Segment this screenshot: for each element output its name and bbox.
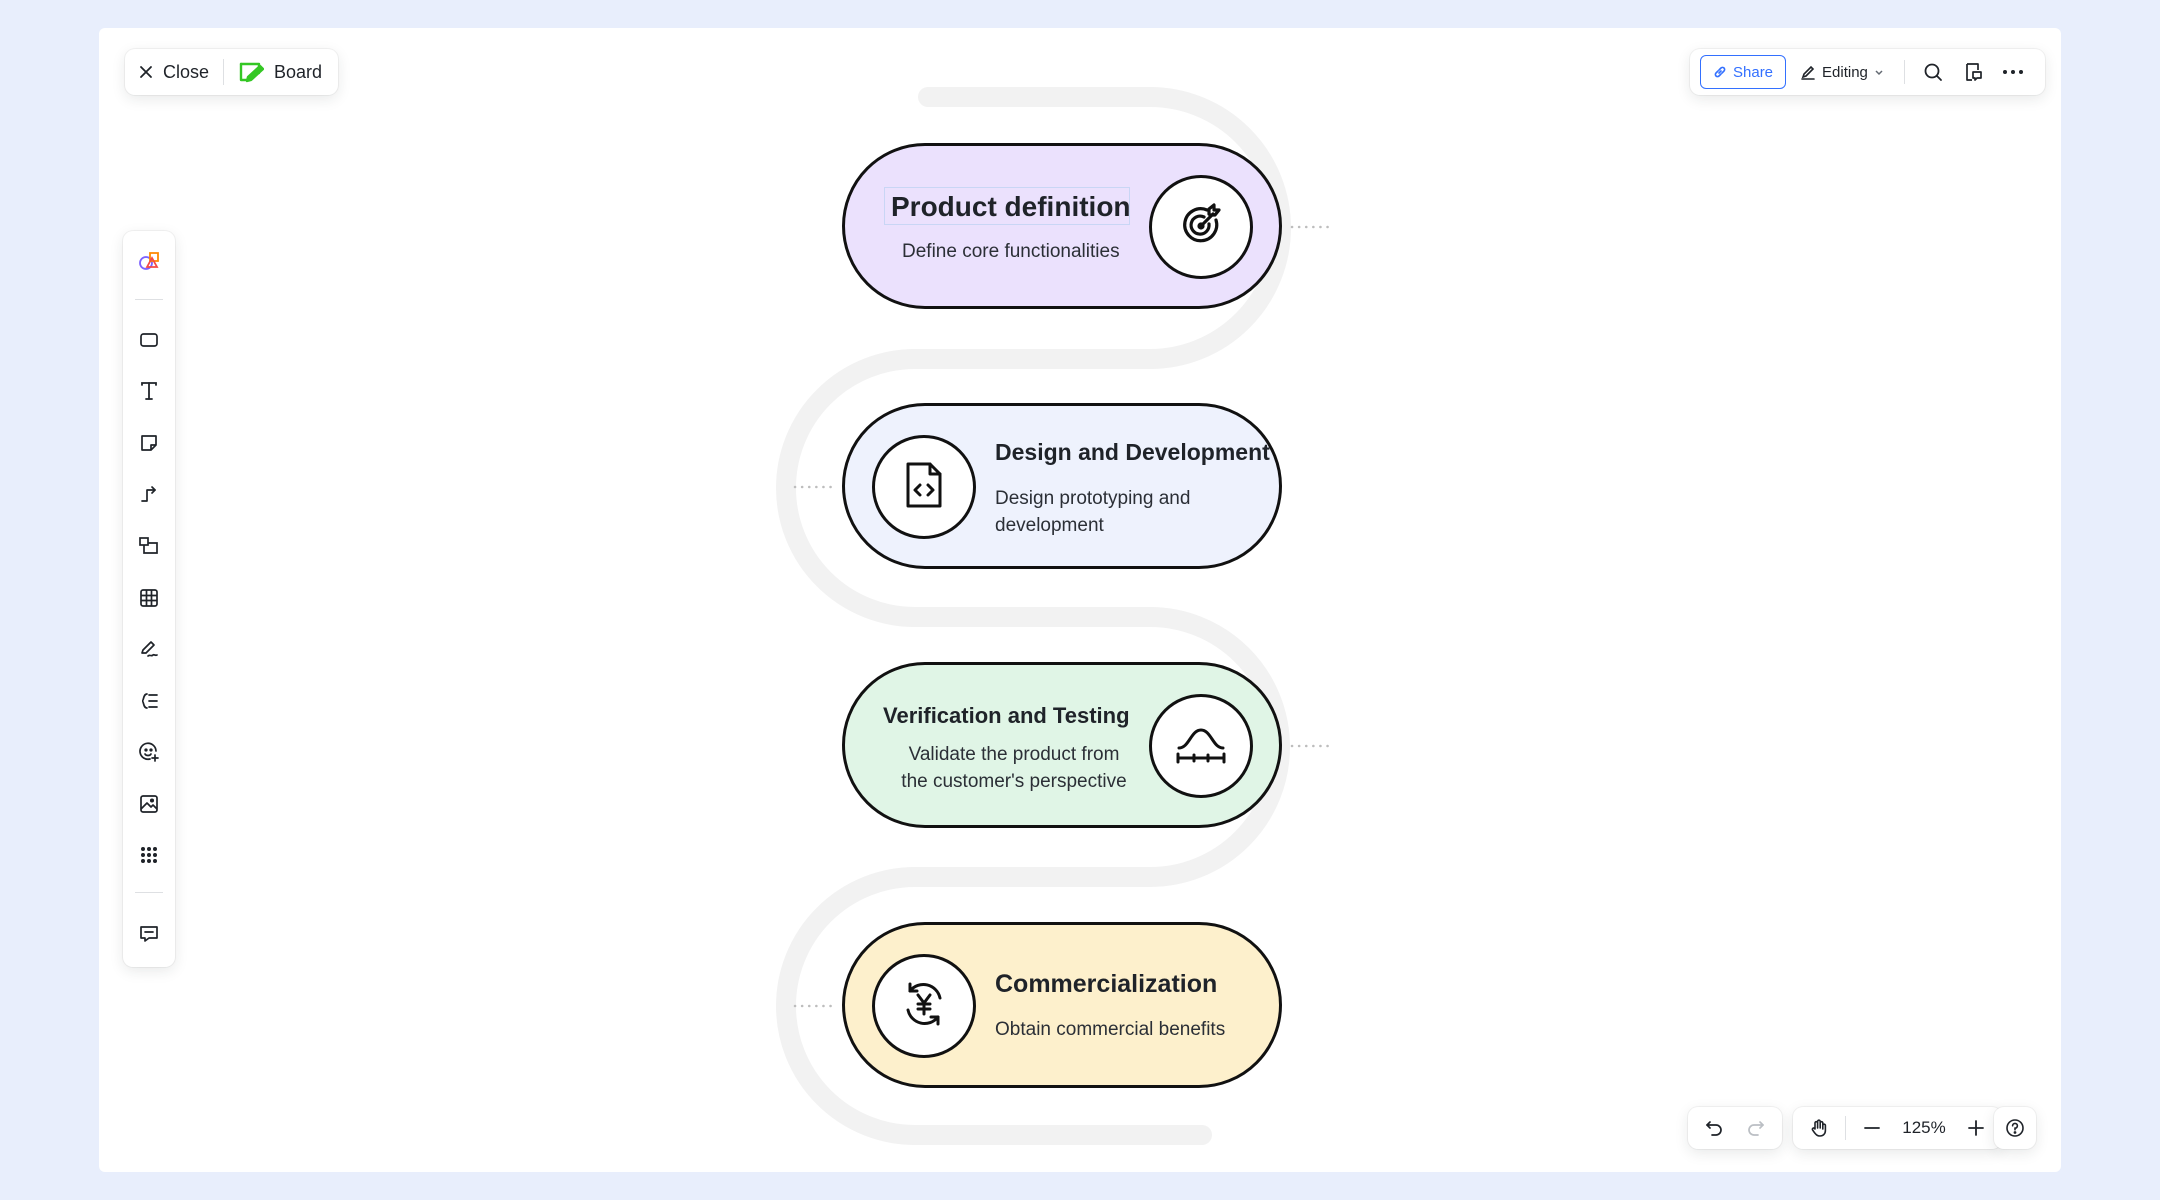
comment-icon [140,925,158,942]
step-title[interactable]: Commercialization [995,970,1218,998]
table-icon [140,588,158,607]
frame-tool[interactable] [129,528,169,565]
step-title[interactable]: Verification and Testing [883,703,1130,728]
text-selection-box [884,187,1130,225]
link-icon [1714,66,1726,78]
help-control [1994,1107,2036,1149]
editing-label: Editing [1822,63,1868,81]
step-description[interactable]: Obtain commercial benefits [995,1019,1226,1040]
step-icon-circle [1149,175,1253,279]
divider [1845,1116,1846,1140]
rectangle-tool[interactable] [129,321,169,358]
step-description[interactable]: Define core functionalities [902,241,1120,262]
step-icon-circle [1149,694,1253,798]
step-title[interactable]: Design and Development [995,439,1270,465]
connector-icon [141,486,156,503]
image-icon [140,794,158,813]
close-button[interactable]: Close [139,62,209,83]
image-tool[interactable] [129,785,169,822]
more-tools-button[interactable] [129,837,169,874]
comment-tool[interactable] [129,915,169,952]
share-label: Share [1733,63,1774,81]
close-label: Close [163,61,210,82]
redo-icon [1748,1121,1764,1136]
step-icon-circle [872,954,976,1058]
toolbar-divider [135,892,163,894]
step-description[interactable]: Validate the product from the customer's… [901,744,1127,792]
board-icon [239,62,265,83]
editing-mode-dropdown[interactable]: Editing [1790,56,1894,88]
close-icon [140,66,152,78]
sticker-tool[interactable] [129,734,169,771]
left-toolbar [123,231,175,967]
shapes-library-button[interactable] [129,243,169,280]
mindmap-icon [141,692,158,709]
more-options-button[interactable] [1995,54,2031,90]
rectangle-icon [140,332,158,347]
zoom-in-button[interactable] [1958,1110,1994,1146]
sticky-note-icon [141,435,157,451]
table-tool[interactable] [129,579,169,616]
history-controls [1688,1107,1782,1149]
hand-tool-button[interactable] [1801,1110,1837,1146]
pen-icon [1801,65,1815,80]
zoom-out-button[interactable] [1854,1110,1890,1146]
help-icon [2006,1119,2024,1137]
undo-button[interactable] [1696,1110,1732,1146]
hand-icon [1811,1119,1827,1137]
step-description[interactable]: Design prototyping and development [995,488,1191,536]
mindmap-tool[interactable] [129,682,169,719]
document-comment-icon [1966,63,1982,81]
minus-icon [1864,1127,1880,1129]
code-file-icon [902,460,946,515]
zoom-level[interactable]: 125% [1902,1118,1946,1137]
search-button[interactable] [1915,54,1951,90]
top-left-bar: Close Board [125,49,339,95]
target-icon [1177,201,1225,254]
apps-grid-icon [141,847,157,864]
pen-tool[interactable] [129,631,169,668]
step-title[interactable]: Product definition [891,191,1131,222]
help-button[interactable] [1997,1110,2033,1146]
divider [1903,60,1905,84]
sticky-note-tool[interactable] [129,425,169,462]
comments-panel-button[interactable] [1955,54,1991,90]
emoji-add-icon [139,742,159,763]
text-icon [141,382,157,401]
yen-exchange-icon [898,978,950,1035]
text-tool[interactable] [129,373,169,410]
search-icon [1924,63,1942,81]
board-label: Board [274,61,323,82]
connector-tool[interactable] [129,476,169,513]
board-button[interactable]: Board [238,60,322,84]
shapes-icon [139,252,159,271]
pen-draw-icon [141,641,158,657]
step-card-design-development[interactable] [842,403,1282,569]
undo-icon [1706,1121,1722,1136]
frame-icon [139,537,158,554]
share-button[interactable]: Share [1700,55,1787,89]
zoom-controls: 125% [1793,1107,2002,1149]
toolbar-divider [135,298,163,300]
step-icon-circle [872,435,976,539]
top-right-bar: Share Editing [1690,49,2045,95]
more-icon [2002,70,2023,74]
plus-icon [1968,1120,1984,1136]
bell-curve-icon [1175,724,1227,769]
redo-button[interactable] [1738,1110,1774,1146]
divider [223,59,225,85]
chevron-down-icon [1875,70,1883,76]
